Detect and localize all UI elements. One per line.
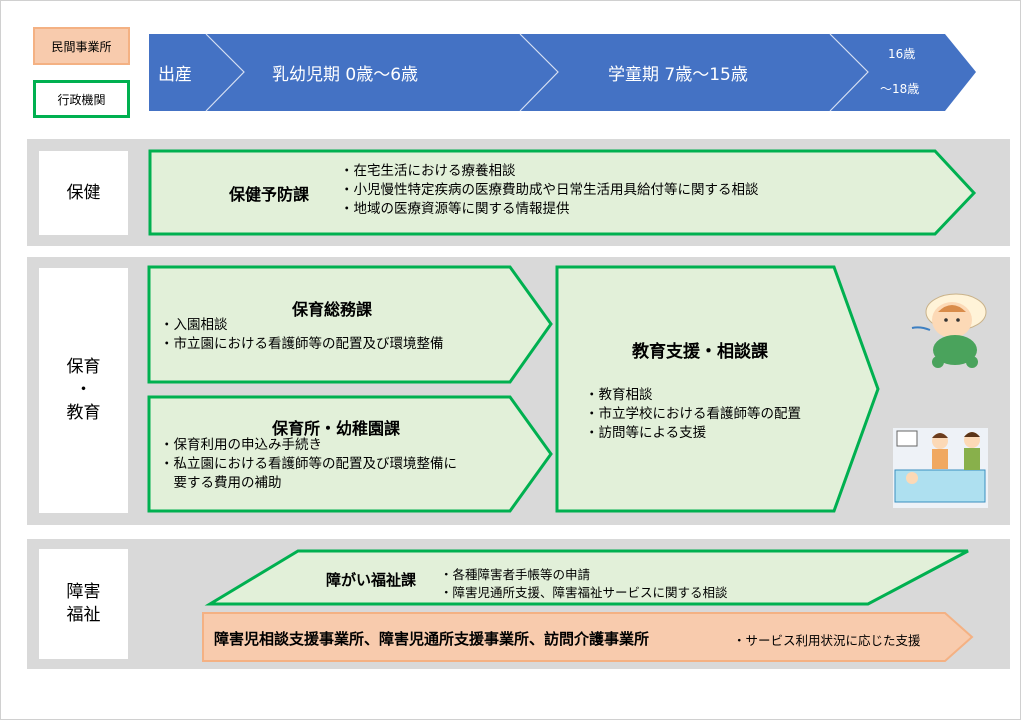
care-general-bullet-1: ・入園相談 (160, 317, 228, 333)
care-nursery-bullet-1: ・保育利用の申込み手続き (160, 437, 322, 453)
timeline-infant: 乳幼児期 0歳〜6歳 (272, 65, 419, 85)
timeline-teen-top: 16歳 (888, 47, 916, 61)
health-label: 保健 (39, 151, 128, 235)
welfare-private-title: 障害児相談支援事業所、障害児通所支援事業所、訪問介護事業所 (214, 630, 650, 648)
care-education-title: 教育支援・相談課 (632, 342, 768, 362)
welfare-dept-title: 障がい福祉課 (326, 571, 417, 589)
care-nursery-bullet-2: ・私立園における看護師等の配置及び環境整備に (160, 456, 457, 472)
timeline-school: 学童期 7歳〜15歳 (608, 65, 748, 85)
legend-admin: 行政機関 (33, 80, 130, 118)
welfare-label-line1: 障害 (66, 582, 101, 602)
timeline-birth: 出産 (158, 65, 192, 85)
care-label: 保育 ・ 教育 (39, 268, 128, 513)
care-education-bullet-2: ・市立学校における看護師等の配置 (585, 406, 801, 422)
care-general-title: 保育総務課 (292, 300, 373, 319)
welfare-private-bullet: ・サービス利用状況に応じた支援 (733, 633, 921, 648)
care-label-line2: ・ (75, 380, 92, 400)
care-label-line1: 保育 (66, 357, 101, 377)
welfare-label-line2: 福祉 (66, 605, 101, 625)
legend-private-label: 民間事業所 (51, 39, 112, 54)
health-title: 保健予防課 (229, 185, 310, 204)
care-education-bullet-1: ・教育相談 (585, 387, 653, 403)
care-nursery-bullet-3: 要する費用の補助 (160, 475, 282, 491)
care-nursery-title: 保育所・幼稚園課 (272, 419, 401, 438)
health-label-text: 保健 (66, 182, 101, 203)
welfare-label: 障害 福祉 (39, 549, 128, 659)
welfare-dept-bullet-1: ・各種障害者手帳等の申請 (440, 567, 591, 582)
health-bullet-3: ・地域の医療資源等に関する情報提供 (340, 201, 570, 217)
legend-admin-label: 行政機関 (57, 92, 106, 107)
health-bullet-1: ・在宅生活における療養相談 (340, 163, 516, 179)
welfare-dept-bullet-2: ・障害児通所支援、障害福祉サービスに関する相談 (440, 585, 728, 600)
health-bullet-2: ・小児慢性特定疾病の医療費助成や日常生活用具給付等に関する相談 (340, 182, 759, 198)
timeline-teen-bottom: 〜18歳 (880, 82, 920, 96)
care-label-line3: 教育 (66, 403, 101, 423)
care-general-bullet-2: ・市立園における看護師等の配置及び環境整備 (160, 336, 444, 352)
legend-private: 民間事業所 (33, 27, 130, 65)
care-education-bullet-3: ・訪問等による支援 (585, 425, 707, 441)
